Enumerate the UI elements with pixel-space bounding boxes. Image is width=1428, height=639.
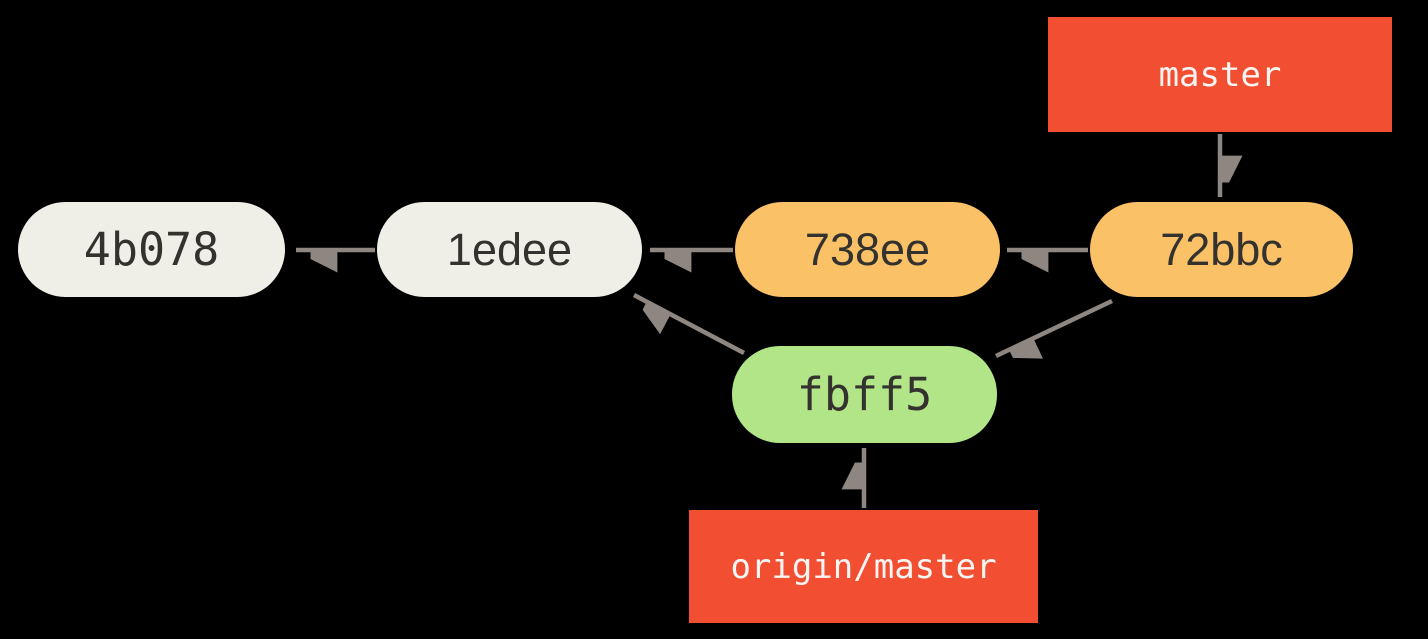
commit-node-1edee: 1edee [377,202,642,297]
commit-node-738ee: 738ee [735,202,1000,297]
commit-id-text: 4b078 [83,223,220,276]
commit-id-text: 72bbc [1160,223,1283,275]
arrow-72bbc-to-fbff5 [995,298,1113,356]
commit-id-text: 1edee [446,223,573,275]
commit-node-72bbc: 72bbc [1090,202,1353,297]
branch-label-master-text: master [1158,54,1282,95]
commit-id-text: 738ee [804,223,931,275]
arrow-fbff5-to-1edee [632,293,746,355]
commit-node-fbff5: fbff5 [732,346,997,443]
branch-label-origin-master: origin/master [689,510,1038,623]
branch-label-origin-master-text: origin/master [730,546,997,587]
branch-label-master: master [1048,17,1392,132]
commit-id-text: fbff5 [796,368,933,421]
commit-node-4b078: 4b078 [18,202,285,297]
